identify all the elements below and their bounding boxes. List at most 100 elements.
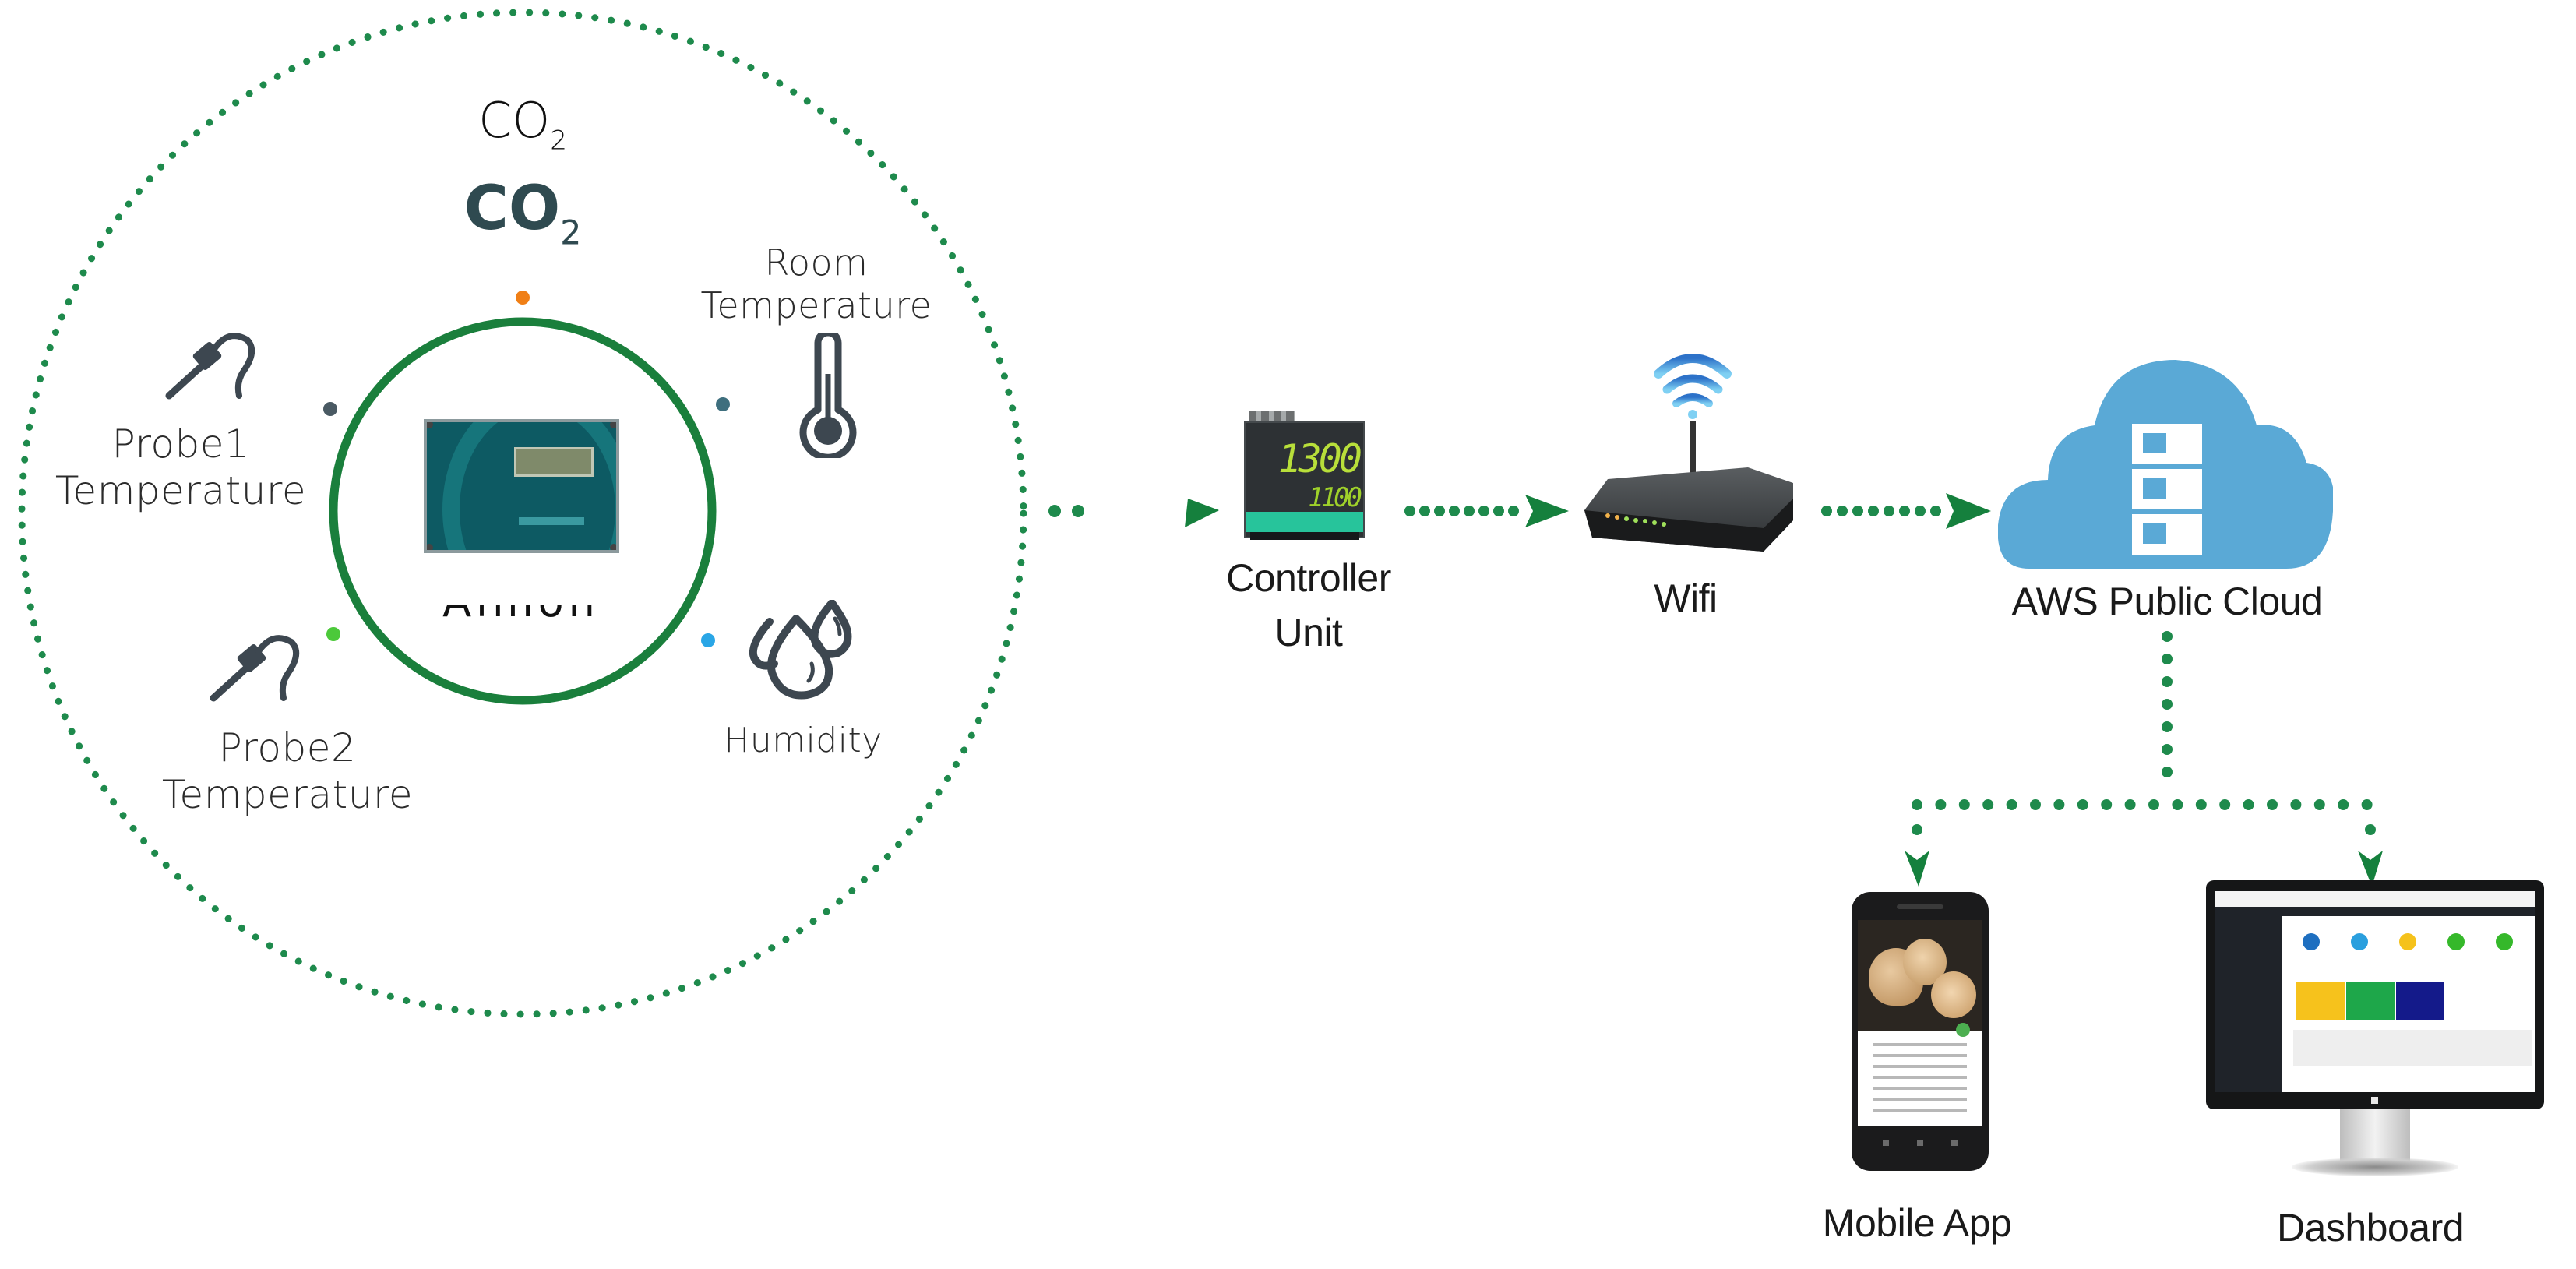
wifi-label: Wifi	[1654, 575, 1718, 622]
connector-dot	[2162, 676, 2173, 687]
dashboard-tile-green	[2346, 982, 2395, 1020]
connector-dot	[2101, 799, 2113, 810]
connector-dot	[2267, 799, 2278, 810]
aws-cloud-label: AWS Public Cloud	[2012, 578, 2323, 625]
controller-unit-device: 1300 1100	[1244, 411, 1365, 543]
connector-dot	[2162, 631, 2173, 642]
dashboard-header-strip	[2282, 907, 2535, 916]
connector-dot	[2162, 699, 2173, 710]
co2-text-sub: 2	[560, 213, 582, 253]
dashboard-tile-yellow	[2296, 982, 2345, 1020]
dashboard-status-circle	[2303, 933, 2320, 950]
connector-dot	[2006, 799, 2017, 810]
room-temperature-label: Room Temperature	[701, 241, 932, 327]
phone-fab	[1956, 1023, 1970, 1037]
device-lcd-display	[514, 447, 594, 477]
co2-text-main: CO	[478, 92, 551, 149]
connector-dot	[2361, 799, 2373, 810]
server-stack	[2132, 424, 2202, 555]
connector-dot	[2162, 654, 2173, 664]
dashboard-topbar	[2215, 891, 2535, 908]
sensor-hub-device	[424, 419, 619, 553]
connector-dot	[2290, 799, 2302, 810]
device-screw	[610, 544, 616, 550]
connector-dot	[1982, 799, 1994, 810]
device-screw	[610, 422, 616, 428]
arrow-to-wifi	[1525, 495, 1569, 527]
dashboard-sidebar	[2215, 907, 2282, 1092]
dashboard-panel	[2293, 1030, 2532, 1066]
monitor-screen	[2215, 891, 2535, 1092]
connector-dot	[2219, 799, 2231, 810]
mobile-app-label-text: Mobile App	[1822, 1201, 2012, 1245]
connector-dot	[2365, 824, 2376, 835]
connector-cloud-to-outputs	[1912, 631, 2376, 835]
connector-dot	[1912, 799, 1922, 810]
phone-text-lines	[1873, 1043, 1967, 1113]
mushroom-image	[1931, 971, 1976, 1018]
water-drops-icon	[749, 600, 852, 700]
arrow-to-cloud	[1946, 493, 1991, 529]
controller-label-line2: Unit	[1274, 611, 1343, 654]
controller-display-top: 1300	[1277, 436, 1362, 481]
cloud-server-icon	[1998, 360, 2333, 569]
sensor-boundary-dotted-circle	[18, 9, 1027, 1018]
device-logo	[519, 517, 584, 525]
humidity-line1: Humidity	[724, 721, 883, 760]
monitor-logo	[2371, 1097, 2378, 1104]
sensor-dot-probe1	[323, 402, 337, 416]
probe2-label: Probe2 Temperature	[162, 724, 413, 818]
sensor-dot-room-temperature	[716, 397, 730, 411]
phone-nav-bar	[1883, 1140, 1958, 1146]
sensor-dot-probe2	[326, 627, 340, 641]
probe2-line1: Probe2	[218, 725, 357, 770]
dashboard-status-circle	[2351, 933, 2368, 950]
controller-base	[1250, 532, 1359, 540]
device-screw	[427, 544, 433, 550]
co2-label-top: CO2	[478, 92, 567, 157]
room-temperature-line1: Room	[764, 241, 869, 284]
co2-label-bottom: CO2	[464, 173, 582, 254]
monitor-stand	[2340, 1109, 2410, 1164]
dashboard-label: Dashboard	[2276, 1204, 2465, 1251]
probe1-line2: Temperature	[55, 468, 307, 513]
probe1-line1: Probe1	[111, 421, 250, 467]
connector-hub-to-controller	[1048, 505, 1084, 517]
dashboard-monitor-device	[2206, 880, 2544, 1184]
mobile-app-label: Mobile App	[1822, 1200, 2012, 1246]
connector-dot	[2148, 799, 2159, 810]
controller-label-line1: Controller	[1226, 556, 1391, 600]
connector-dot	[2313, 799, 2325, 810]
connector-dot	[2195, 799, 2207, 810]
thermometer-icon	[799, 333, 857, 458]
controller-unit-label: Controller Unit	[1226, 555, 1391, 656]
sensor-dot-co2	[516, 291, 530, 305]
mobile-phone-device	[1852, 892, 1989, 1171]
arrow-to-dashboard	[2358, 851, 2383, 887]
connector-dot	[2162, 767, 2173, 777]
controller-display-bottom: 1100	[1308, 482, 1362, 513]
probe2-icon	[210, 635, 299, 702]
monitor-base	[2292, 1158, 2458, 1176]
router-antenna	[1690, 421, 1696, 506]
connector-wifi-to-cloud	[1821, 506, 1941, 516]
dashboard-label-text: Dashboard	[2276, 1206, 2465, 1250]
device-name-text: Aimon	[442, 605, 600, 623]
router-leds	[1605, 513, 1666, 527]
arrow-to-controller	[1185, 499, 1219, 527]
connector-dot	[2172, 799, 2183, 810]
probe2-line2: Temperature	[161, 772, 414, 817]
dashboard-tile-navy	[2396, 982, 2444, 1020]
co2-text-main: CO	[463, 174, 561, 244]
connector-dot	[1958, 799, 1970, 810]
connector-dot	[2243, 799, 2254, 810]
connector-dot	[2162, 744, 2173, 755]
connector-dot	[2030, 799, 2041, 810]
phone-speaker	[1897, 904, 1943, 909]
room-temperature-line2: Temperature	[700, 284, 932, 327]
arrow-to-mobile-app	[1905, 851, 1929, 887]
dashboard-status-circle	[2399, 933, 2416, 950]
connector-dot	[2338, 799, 2349, 810]
aws-cloud-label-text: AWS Public Cloud	[2011, 580, 2323, 623]
dashboard-status-circle	[2496, 933, 2513, 950]
